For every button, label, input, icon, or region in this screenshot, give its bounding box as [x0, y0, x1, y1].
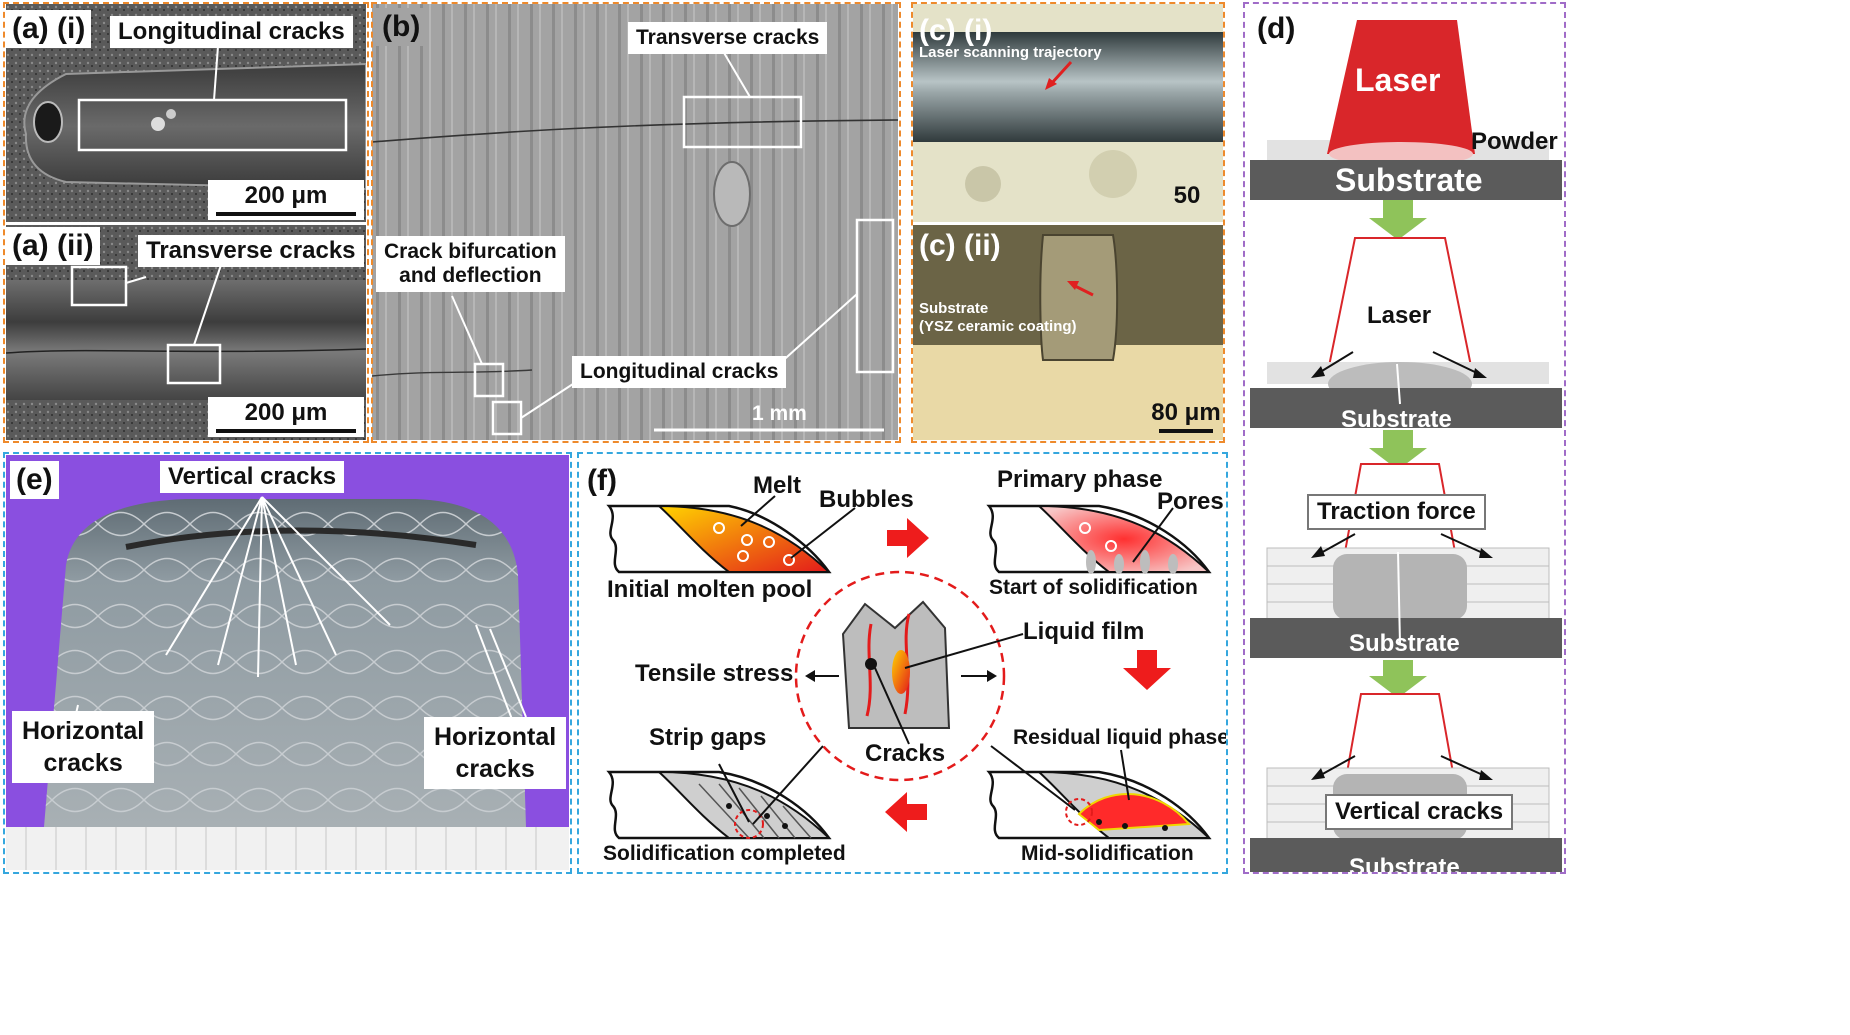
panel-c-ii: (c) (ii) Substrate (YSZ ceramic coating)… [913, 225, 1223, 440]
panel-label-c-i: (c) (i) [919, 14, 993, 47]
label-traction-force: Traction force [1307, 494, 1486, 530]
panel-a-ii: (a) (ii) Transverse cracks 200 μm [6, 225, 366, 440]
callout-transverse-cracks-a: Transverse cracks [138, 235, 364, 267]
callout-vertical-cracks-e: Vertical cracks [160, 461, 345, 493]
panel-label-b: (b) [376, 8, 427, 46]
label-melt: Melt [753, 472, 801, 499]
callout-longitudinal-cracks-b: Longitudinal cracks [572, 356, 787, 388]
note-substrate-ysz: Substrate (YSZ ceramic coating) [919, 300, 1077, 335]
label-solidification-completed: Solidification completed [603, 842, 846, 865]
label-start-solidification: Start of solidification [989, 576, 1198, 599]
panel-label-f: (f) [587, 464, 617, 497]
optical-image-c-i [913, 4, 1223, 222]
label-residual-liquid: Residual liquid phase [1013, 726, 1228, 749]
panel-f: (f) Melt Bubbles Initial molten pool Pri… [577, 452, 1228, 874]
scale-bar-b: 1 mm [752, 402, 807, 425]
panel-c-frame [911, 2, 1225, 443]
panel-c-i: (c) (i) Laser scanning trajectory 50 μm [913, 4, 1223, 222]
label-cracks: Cracks [865, 740, 946, 767]
label-laser-top: Laser [1355, 62, 1441, 98]
callout-crack-bifurcation: Crack bifurcation and deflection [376, 236, 565, 292]
label-bubbles: Bubbles [819, 486, 914, 513]
panel-label-a-ii: (a) (ii) [6, 227, 100, 265]
label-substrate-3: Substrate [1349, 630, 1460, 657]
panel-b: (b) Transverse cracks Crack bifurcation … [372, 4, 898, 440]
panel-a-i: (a) (i) Longitudinal cracks 200 μm [6, 4, 366, 222]
label-pores: Pores [1157, 488, 1224, 515]
label-powder: Powder [1471, 128, 1558, 155]
panel-label-e: (e) [10, 461, 59, 499]
callout-horizontal-cracks-right: Horizontal cracks [424, 717, 567, 789]
scale-bar-c-ii: 80 μm [1151, 397, 1221, 437]
panel-label-a-i: (a) (i) [6, 10, 92, 48]
optical-image-c-ii [913, 225, 1223, 440]
panel-d: (d) Laser Powder Substrate Laser Substra… [1243, 2, 1566, 874]
label-liquid-film: Liquid film [1023, 618, 1145, 645]
label-substrate-1: Substrate [1335, 162, 1483, 198]
panel-label-c-ii: (c) (ii) [919, 229, 1001, 262]
panel-e: (e) Vertical cracks Horizontal cracks Ho… [6, 455, 569, 870]
label-laser-2: Laser [1367, 302, 1432, 329]
laser-beam-shape [1327, 20, 1475, 154]
scale-bar-c-i: 50 μm [1153, 180, 1221, 222]
scale-bar-a-ii: 200 μm [208, 397, 364, 437]
label-strip-gaps: Strip gaps [649, 724, 767, 751]
label-mid-solidification: Mid-solidification [1021, 842, 1194, 865]
scale-bar-a-i: 200 μm [208, 180, 364, 220]
label-tensile-stress: Tensile stress [635, 660, 794, 687]
label-primary-phase: Primary phase [997, 466, 1163, 493]
schematic-d [1250, 20, 1562, 872]
note-laser-trajectory: Laser scanning trajectory [919, 44, 1102, 61]
panel-b-frame [371, 2, 901, 443]
photo-e [6, 496, 569, 870]
label-vertical-cracks-d: Vertical cracks [1325, 794, 1514, 830]
callout-longitudinal-cracks-a: Longitudinal cracks [110, 16, 353, 48]
panel-e-frame [3, 452, 572, 874]
panel-label-d: (d) [1257, 12, 1296, 45]
callout-transverse-cracks-b: Transverse cracks [628, 22, 828, 54]
label-substrate-2: Substrate [1341, 406, 1452, 433]
label-initial-molten-pool: Initial molten pool [607, 576, 813, 603]
callout-horizontal-cracks-left: Horizontal cracks [12, 711, 155, 783]
label-substrate-4: Substrate [1349, 854, 1460, 874]
panel-a-frame [3, 2, 369, 443]
schematic-f [606, 495, 1212, 840]
